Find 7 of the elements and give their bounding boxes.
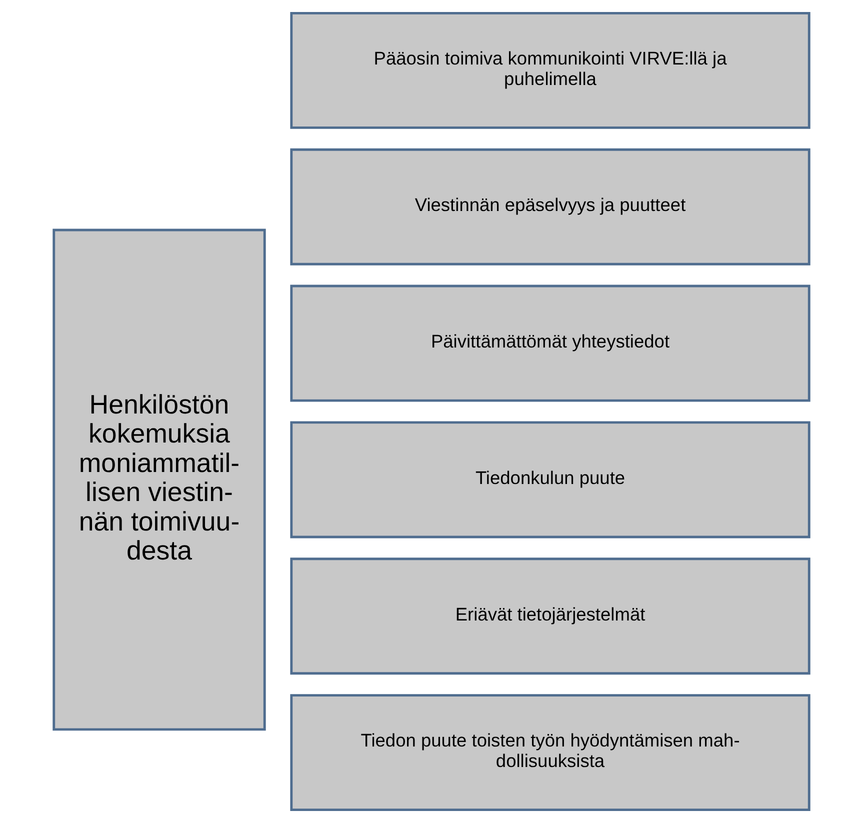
node-box: Henkilöstön kokemuksia moniammatil- lisen viestin- nän toimivuu- desta — [52, 228, 266, 731]
node-box: Tiedonkulun puute — [290, 421, 810, 538]
node-box: Tiedon puute toisten työn hyödyntämisen mah- dollisuuksista — [290, 694, 810, 812]
node-box: Pääosin toimiva kommunikointi VIRVE:llä ja puhelimella — [290, 12, 810, 129]
node-box: Päivittämättömät yhteystiedot — [290, 284, 810, 402]
node-box: Eriävät tietojärjestelmät — [290, 558, 810, 675]
node-box: Viestinnän epäselvyys ja puutteet — [290, 148, 810, 266]
